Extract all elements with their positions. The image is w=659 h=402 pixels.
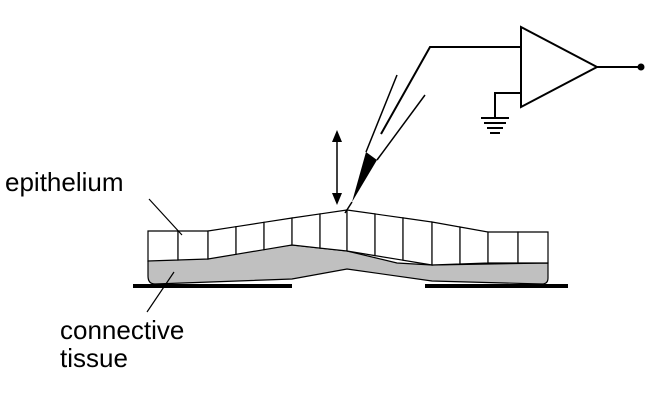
epithelial-cell: [459, 226, 489, 265]
epithelial-cell: [147, 230, 179, 262]
epithelial-cell: [346, 209, 376, 257]
connective-tissue-label-line2: tissue: [60, 343, 128, 373]
epithelial-cell: [431, 221, 461, 266]
epithelial-cell: [207, 225, 237, 260]
epithelium-leader-line: [148, 198, 183, 236]
epithelium-cell-layer: [147, 209, 549, 266]
epithelial-cell: [487, 231, 519, 264]
connective-tissue-label-line1: connective: [60, 315, 185, 345]
epithelial-cell: [235, 221, 265, 256]
microelectrode-icon: [344, 74, 426, 214]
triangle-amplifier-icon: [494, 25, 645, 118]
epithelium-label: epithelium: [5, 167, 124, 197]
connective-tissue-leader-line: [146, 271, 175, 313]
epithelial-cell: [402, 217, 433, 266]
connective-tissue-label: connective tissue: [60, 316, 184, 372]
electrode-wire: [380, 46, 521, 135]
epithelial-cell: [291, 213, 321, 249]
connective-tissue-layer: [147, 244, 549, 285]
epithelial-cell: [374, 213, 404, 261]
double-arrow-icon: [332, 130, 342, 205]
output-terminal: [637, 63, 645, 71]
epithelial-cell: [263, 217, 293, 251]
epithelial-cell: [319, 209, 348, 252]
ground-wire: [494, 92, 521, 118]
ground-symbol-icon: [481, 117, 509, 134]
epithelial-cell: [177, 230, 209, 261]
epithelial-cell: [517, 231, 549, 264]
